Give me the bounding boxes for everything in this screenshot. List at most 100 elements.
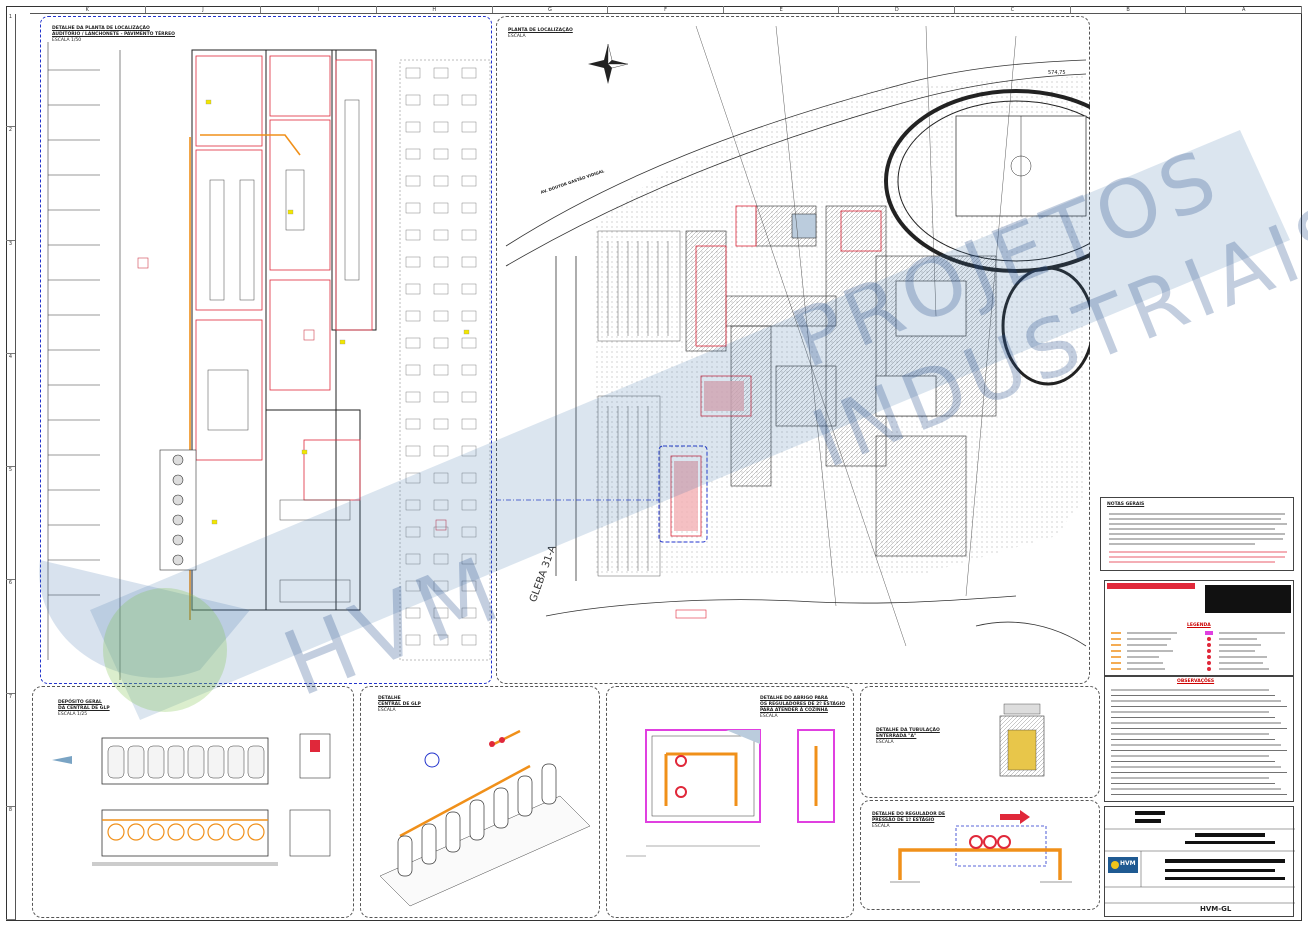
ruler-cell: C: [955, 6, 1071, 13]
regulator-1-scale: ESCALA: [872, 824, 890, 829]
seating-table: [405, 202, 421, 214]
glp-isometric-drawing: [379, 729, 591, 907]
seating-table: [461, 67, 477, 79]
seating-table: [461, 175, 477, 187]
left-ruler: 1 2 3 4 5 6 7 8: [6, 14, 16, 920]
seating-table: [405, 634, 421, 646]
seating-table: [433, 418, 449, 430]
seating-table: [461, 148, 477, 160]
location-plan-drawing: [496, 25, 1090, 647]
seating-table: [433, 607, 449, 619]
seating-table: [405, 607, 421, 619]
general-notes-box: NOTAS GERAIS: [1100, 497, 1294, 571]
seating-table: [433, 472, 449, 484]
glp-scale: ESCALA: [378, 708, 396, 713]
legend-box: LEGENDA: [1104, 580, 1294, 676]
ruler-cell: H: [377, 6, 493, 13]
seating-table: [405, 148, 421, 160]
seating-table: [433, 634, 449, 646]
seating-table: [461, 391, 477, 403]
glp-subtitle: CENTRAL DE GLP: [378, 702, 421, 707]
legend-title: LEGENDA: [1187, 623, 1211, 628]
ruler-cell: 6: [6, 580, 15, 694]
seating-table: [461, 418, 477, 430]
regulator-1-title: DETALHE DO REGULADOR DE: [872, 812, 946, 817]
regulator-2-panel: [606, 686, 854, 918]
seating-table: [433, 580, 449, 592]
regulator-2-subtitle2: PARA ATENDER À COZINHA: [760, 708, 828, 713]
seating-table: [405, 121, 421, 133]
seating-table: [405, 553, 421, 565]
seating-table: [461, 526, 477, 538]
seating-table: [433, 175, 449, 187]
seating-table: [461, 337, 477, 349]
seating-table: [405, 283, 421, 295]
gas-central-panel: [32, 686, 354, 918]
ruler-cell: 1: [6, 14, 15, 128]
seating-table: [433, 391, 449, 403]
floor-detail-panel: [40, 16, 492, 684]
gas-central-subtitle: DA CENTRAL DE GLP: [58, 706, 110, 711]
seating-table: [433, 364, 449, 376]
floor-detail-scale: ESCALA 1/50: [52, 38, 82, 43]
floor-detail-title: DETALHE DA PLANTA DE LOCALIZAÇÃO: [52, 26, 150, 31]
regulator-1-panel: [860, 800, 1100, 910]
ruler-cell: K: [30, 6, 146, 13]
seating-table: [461, 202, 477, 214]
seating-table: [433, 67, 449, 79]
gas-central-scale: ESCALA 1/25: [58, 712, 88, 717]
regulator-2-title: DETALHE DO ABRIGO PARA: [760, 696, 828, 701]
seating-table: [433, 121, 449, 133]
observations-title: OBSERVAÇÕES: [1177, 679, 1215, 684]
legend-black-block: [1205, 585, 1291, 613]
seating-table: [461, 580, 477, 592]
buried-pipe-drawing: [999, 703, 1045, 777]
ruler-cell: J: [146, 6, 262, 13]
seating-table: [405, 391, 421, 403]
ruler-cell: 5: [6, 467, 15, 581]
seating-table: [433, 148, 449, 160]
seating-table: [433, 445, 449, 457]
seating-table: [405, 418, 421, 430]
notes-text-lines: [1109, 513, 1287, 563]
buried-scale: ESCALA: [876, 740, 894, 745]
seating-table: [433, 229, 449, 241]
floor-plan-drawing: [47, 42, 491, 680]
sheet-frame: [6, 6, 1302, 921]
company-logo: HVM: [1120, 860, 1136, 867]
seating-table: [461, 445, 477, 457]
location-plan-title: PLANTA DE LOCALIZAÇÃO: [508, 28, 573, 33]
observations-text-lines: [1111, 689, 1287, 795]
notes-title: NOTAS GERAIS: [1107, 502, 1145, 507]
seating-table: [461, 310, 477, 322]
seating-table: [433, 310, 449, 322]
seating-table: [461, 634, 477, 646]
seating-table: [405, 526, 421, 538]
buried-title: DETALHE DA TUBULAÇÃO: [876, 728, 940, 733]
seating-table: [405, 229, 421, 241]
seating-table: [433, 553, 449, 565]
title-block-grid: [1105, 811, 1295, 904]
seating-table: [405, 256, 421, 268]
seating-table: [405, 499, 421, 511]
ruler-cell: A: [1186, 6, 1303, 13]
seating-table: [405, 67, 421, 79]
top-ruler: K J I H G F E D C B A: [30, 6, 1303, 14]
glp-title: DETALHE: [378, 696, 401, 701]
ruler-cell: 3: [6, 241, 15, 354]
seating-table: [433, 202, 449, 214]
seating-table: [461, 499, 477, 511]
ruler-cell: F: [608, 6, 724, 13]
seating-table: [433, 526, 449, 538]
seating-table: [405, 310, 421, 322]
seating-table: [405, 94, 421, 106]
regulator-2-scale: ESCALA: [760, 714, 778, 719]
seating-table: [461, 607, 477, 619]
location-plan-scale: ESCALA: [508, 34, 526, 39]
elevation-label: 574,75: [1048, 70, 1066, 76]
ruler-cell: D: [839, 6, 956, 13]
seating-table: [461, 553, 477, 565]
seating-table: [405, 445, 421, 457]
seating-table: [405, 337, 421, 349]
regulator-1-subtitle: PRESSÃO DE 1º ESTÁGIO: [872, 818, 935, 823]
